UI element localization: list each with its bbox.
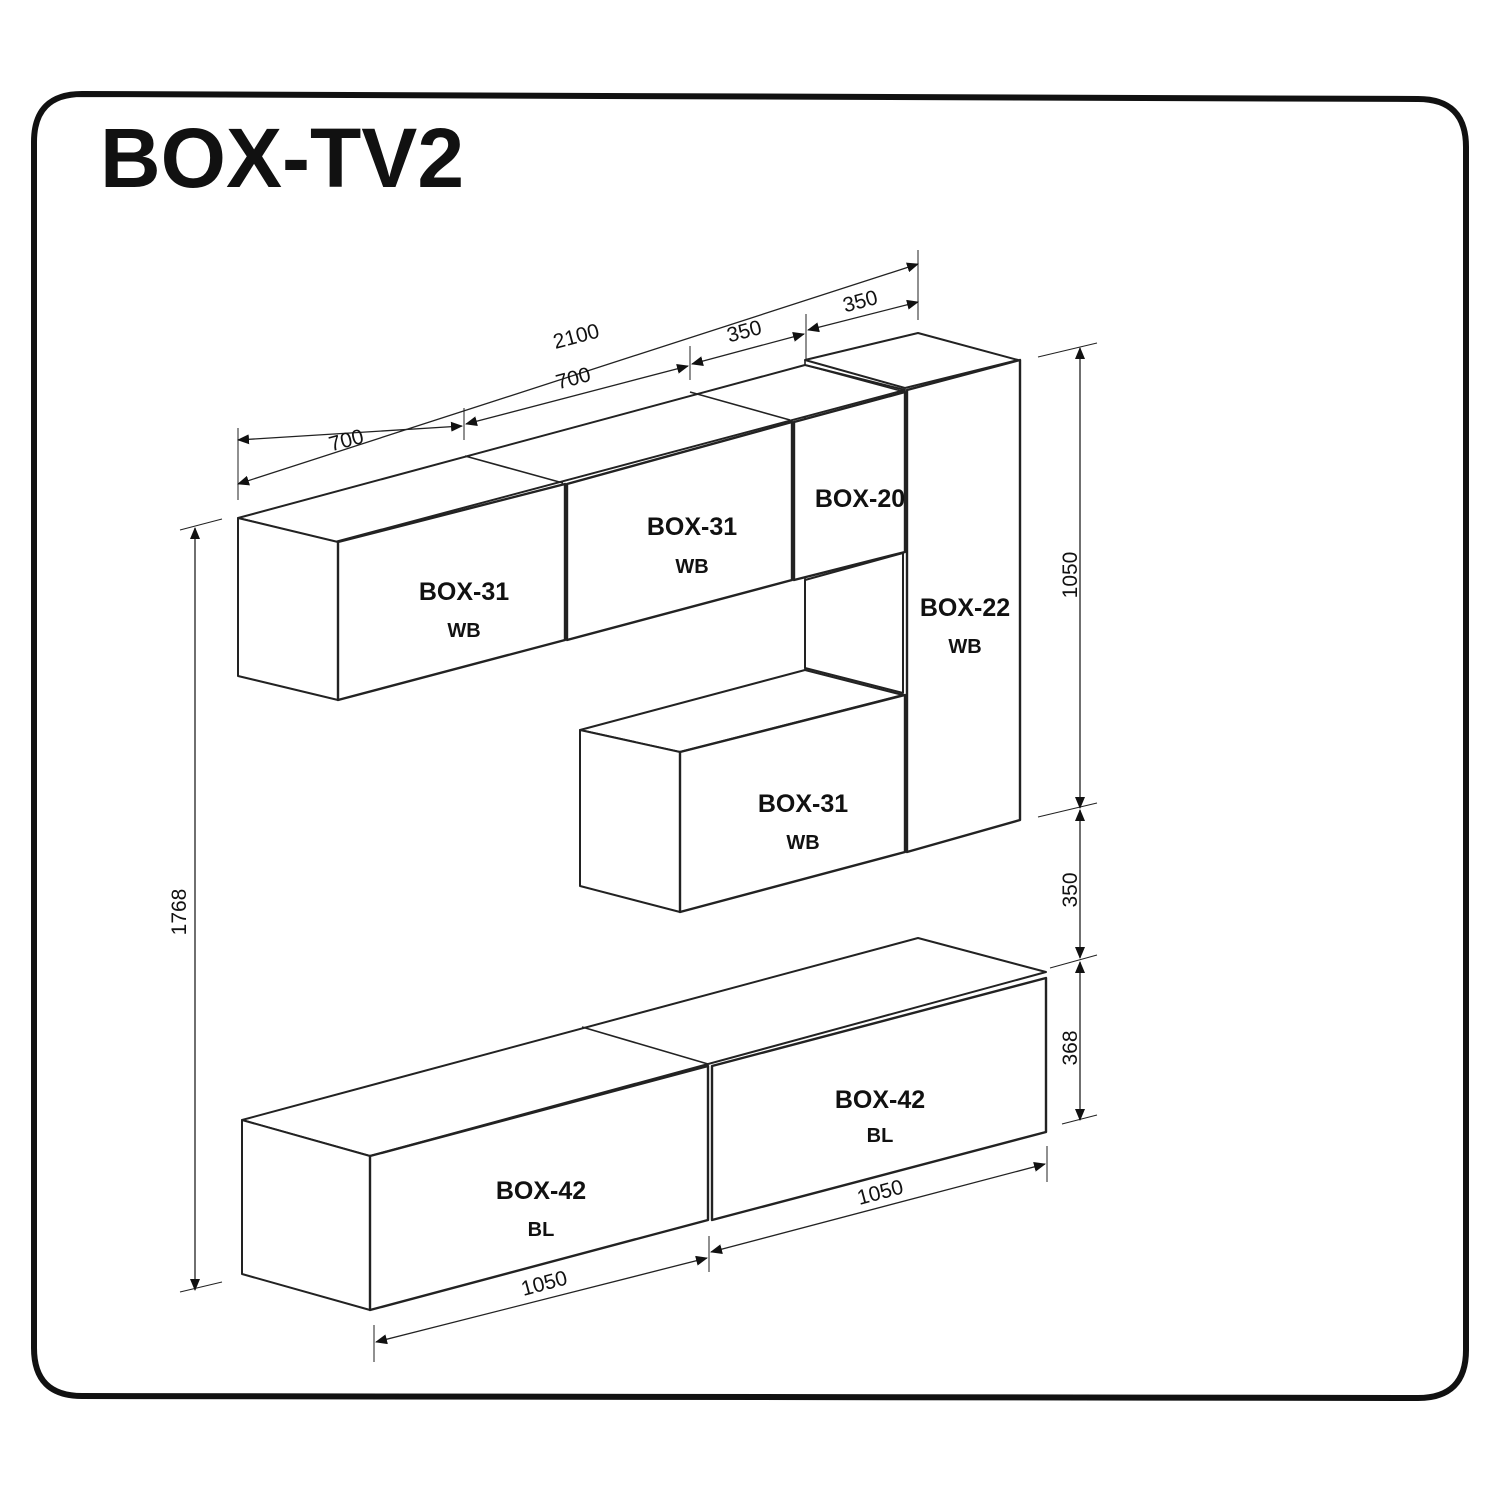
dim-line-bottom-right: [710, 1161, 1046, 1255]
dim-right-gap: 350: [1059, 872, 1082, 907]
dim-line-bottom-left: [375, 1255, 708, 1345]
module-label-top-small: BOX-20: [815, 485, 905, 513]
right-dimensions: 1050 350 368: [1037, 342, 1098, 1125]
dim-bottom-left: 1050: [519, 1267, 570, 1301]
module-finish-top-left: WB: [447, 620, 480, 642]
module-label-tall: BOX-22: [920, 594, 1010, 622]
module-label-bottom-left: BOX-42: [496, 1177, 586, 1205]
bottom-tv-units: [241, 937, 1048, 1312]
module-finish-tall: WB: [948, 636, 981, 658]
dim-right-upper: 1050: [1059, 552, 1082, 599]
module-finish-bottom-right: BL: [867, 1125, 894, 1147]
dim-line-seg-2: [465, 363, 689, 427]
module-finish-bottom-left: BL: [528, 1219, 555, 1241]
dim-right-lower: 368: [1059, 1030, 1082, 1065]
module-label-top-left: BOX-31: [419, 578, 509, 606]
module-finish-middle: WB: [786, 832, 819, 854]
dim-left-total: 1768: [168, 889, 191, 936]
module-label-top-middle: BOX-31: [647, 513, 737, 541]
module-label-bottom-right: BOX-42: [835, 1086, 925, 1114]
drawing-title: BOX-TV2: [100, 111, 464, 205]
dim-top-seg-3: 350: [724, 316, 764, 347]
left-dimension: 1768: [168, 518, 223, 1293]
dim-top-total: 2100: [551, 320, 602, 354]
dim-top-seg-1: 700: [326, 425, 366, 456]
dim-line-seg-1: [237, 421, 463, 445]
dim-line-seg-4: [807, 299, 919, 333]
module-finish-top-middle: WB: [675, 556, 708, 578]
dim-top-seg-2: 700: [553, 363, 593, 394]
module-label-middle: BOX-31: [758, 790, 848, 818]
dim-line-seg-3: [691, 332, 805, 366]
middle-unit: [579, 669, 907, 914]
drawing-frame: [31, 90, 1469, 1402]
